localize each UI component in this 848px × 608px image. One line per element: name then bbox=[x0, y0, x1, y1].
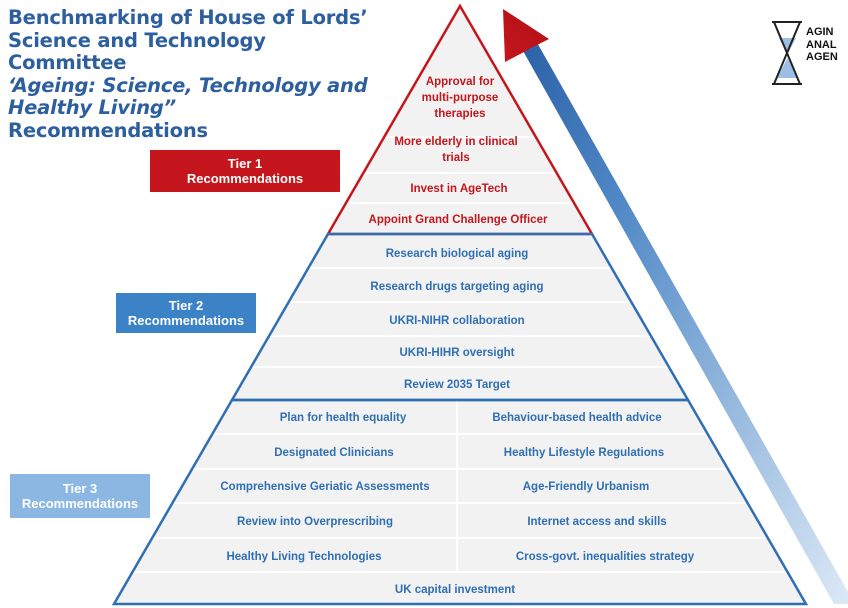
tier3-left-item: Designated Clinicians bbox=[274, 447, 394, 459]
tier3-left-item: Healthy Living Technologies bbox=[226, 551, 381, 563]
progress-arrow bbox=[518, 32, 848, 604]
tier1-item-approval-l2: multi-purpose bbox=[422, 92, 499, 104]
logo-line-3: AGEN bbox=[806, 51, 838, 63]
title-line-4-rest: Recommendations bbox=[8, 118, 208, 142]
title-line-1: Benchmarking of House of Lords’ bbox=[8, 6, 368, 29]
tier-1-label: Tier 1 Recommendations bbox=[150, 150, 340, 192]
tier3-right-item: Healthy Lifestyle Regulations bbox=[504, 447, 664, 459]
tier1-item-agetech: Invest in AgeTech bbox=[410, 183, 507, 195]
tier3-left-item: Plan for health equality bbox=[280, 412, 407, 424]
tier3-right-item: Cross-govt. inequalities strategy bbox=[516, 551, 695, 563]
tier1-item-elderly-l1: More elderly in clinical bbox=[394, 136, 517, 148]
logo-line-1: AGIN bbox=[806, 26, 834, 38]
title-line-3: ‘Ageing: Science, Technology and bbox=[8, 73, 368, 97]
tier3-right-item: Behaviour-based health advice bbox=[492, 412, 661, 424]
logo-text: AGIN ANAL AGEN bbox=[806, 26, 838, 64]
tier3-right-item: Internet access and skills bbox=[527, 516, 666, 528]
title-line-4: Healthy Living” Recommendations bbox=[8, 96, 378, 142]
tier-3-section bbox=[111, 398, 809, 606]
tier-3-label: Tier 3 Recommendations bbox=[10, 474, 150, 518]
tier3-left-item: Review into Overprescribing bbox=[237, 516, 393, 528]
tier1-item-elderly-l2: trials bbox=[442, 152, 470, 164]
tier1-item-approval-l1: Approval for bbox=[426, 76, 495, 88]
logo-line-2: ANAL bbox=[806, 38, 837, 51]
pyramid-body bbox=[114, 6, 806, 604]
tier-2-subtitle: Recommendations bbox=[127, 313, 245, 328]
progress-arrow-head bbox=[503, 9, 549, 62]
tier-2-title: Tier 2 bbox=[168, 298, 204, 313]
tier-1-subtitle: Recommendations bbox=[186, 171, 304, 186]
aging-analytics-logo: AGIN ANAL AGEN bbox=[770, 18, 848, 90]
tier2-item: Research biological aging bbox=[386, 248, 529, 260]
tier-3-title: Tier 3 bbox=[62, 481, 98, 496]
tier-3-subtitle: Recommendations bbox=[21, 496, 139, 511]
tier3-right-item: Age-Friendly Urbanism bbox=[523, 481, 650, 493]
tier2-item: UKRI-NIHR collaboration bbox=[389, 315, 524, 327]
tier2-item: Research drugs targeting aging bbox=[370, 281, 543, 293]
tier3-bottom-item: UK capital investment bbox=[395, 584, 515, 596]
title-line-4-italic: Healthy Living” bbox=[8, 96, 176, 119]
tier1-item-officer: Appoint Grand Challenge Officer bbox=[369, 214, 548, 226]
tier2-item: UKRI-HIHR oversight bbox=[399, 347, 514, 359]
tier-1-title: Tier 1 bbox=[227, 156, 263, 171]
tier1-item-approval-l3: therapies bbox=[434, 108, 485, 120]
tier3-left-item: Comprehensive Geriatic Assessments bbox=[220, 481, 429, 493]
tier2-item: Review 2035 Target bbox=[404, 379, 510, 391]
page-title: Benchmarking of House of Lords’ Science … bbox=[8, 6, 378, 142]
hourglass-icon bbox=[772, 21, 802, 85]
tier-2-label: Tier 2 Recommendations bbox=[116, 293, 256, 333]
title-line-2: Science and Technology Committee bbox=[8, 28, 266, 74]
